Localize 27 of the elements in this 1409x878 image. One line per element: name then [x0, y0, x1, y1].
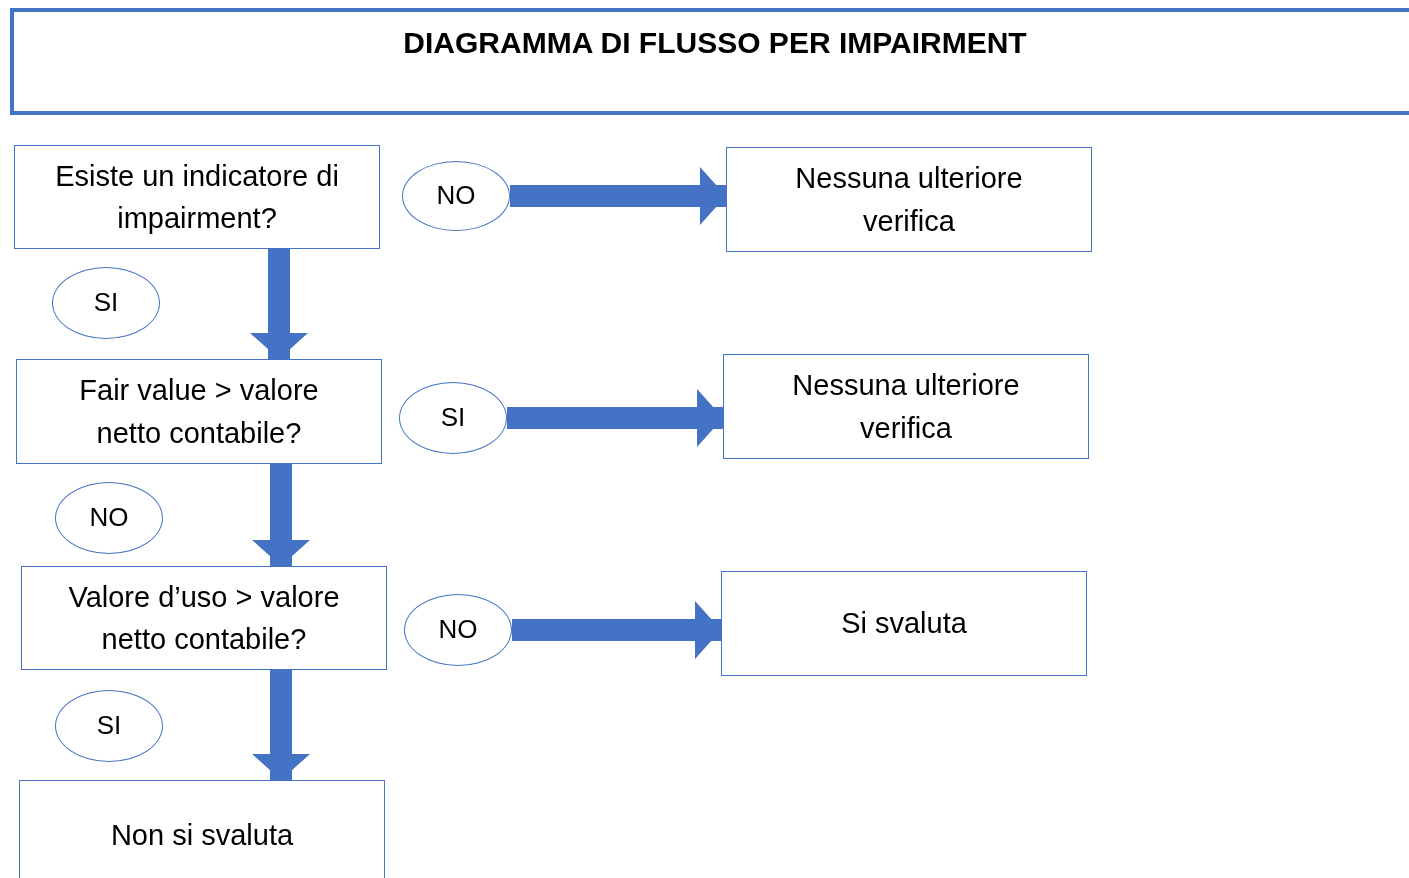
block-arrow	[252, 464, 310, 566]
process-box	[721, 571, 1087, 676]
answer-label: SI	[439, 401, 467, 435]
process-box	[16, 359, 382, 464]
block-arrow	[250, 249, 308, 359]
answer-label: NO	[435, 179, 477, 213]
process-box	[19, 780, 385, 878]
process-box	[21, 566, 387, 670]
box-text: Non si svaluta	[109, 817, 295, 853]
box-text: Fair value > valore netto contabile?	[78, 373, 320, 451]
answer-label: SI	[95, 709, 123, 743]
answer-label: NO	[437, 613, 479, 647]
block-arrow	[252, 670, 310, 780]
box-text: Esiste un indicatore di impairment?	[54, 158, 340, 236]
process-box	[726, 147, 1092, 252]
block-arrow	[512, 601, 721, 659]
diagram-title: DIAGRAMMA DI FLUSSO PER IMPAIRMENT	[403, 26, 1027, 59]
process-box	[14, 145, 380, 249]
answer-label: NO	[88, 501, 130, 535]
answer-label: SI	[92, 286, 120, 320]
box-text: Valore d’uso > valore netto contabile?	[67, 579, 341, 657]
box-text: Nessuna ulteriore verifica	[791, 368, 1021, 446]
block-arrow	[510, 167, 726, 225]
block-arrow	[507, 389, 723, 447]
process-box	[723, 354, 1089, 459]
box-text: Nessuna ulteriore verifica	[794, 161, 1024, 239]
box-text: Si svaluta	[840, 606, 968, 642]
